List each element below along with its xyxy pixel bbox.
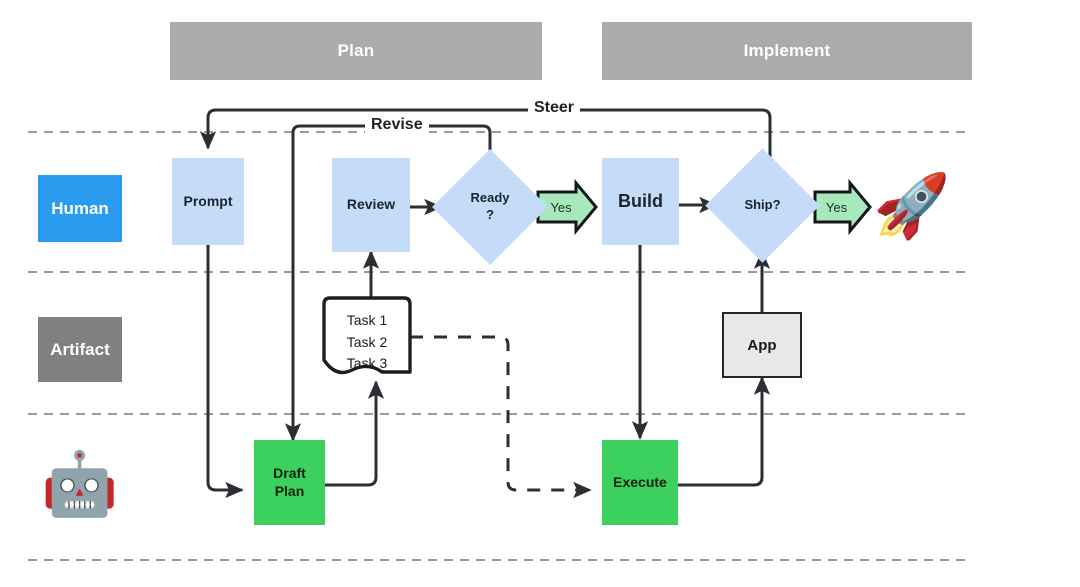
lane-label-human: Human [38, 175, 122, 242]
phase-header-implement: Implement [602, 22, 972, 80]
node-prompt[interactable]: Prompt [172, 158, 244, 245]
rocket-icon: 🚀 [872, 168, 952, 246]
lane-label-artifact-text: Artifact [50, 339, 110, 359]
rocket-icon-glyph: 🚀 [873, 172, 951, 241]
edge-tasks-to-execute [410, 335, 592, 499]
edge-label-yes-ship-text: Yes [825, 199, 848, 215]
node-draft-plan-label-line1: Draft [273, 465, 306, 481]
node-tasks-line-1: Task 1 [346, 312, 388, 328]
node-tasks-line-3: Task 3 [346, 355, 388, 372]
edge-ship-to-steer [199, 108, 772, 168]
node-ready-label: Ready ? [449, 166, 531, 248]
edge-label-steer-text: Steer [534, 99, 575, 116]
edge-label-yes-ready-text: Yes [550, 199, 572, 215]
node-ship-label-text: Ship? [744, 197, 781, 213]
robot-icon: 🤖 [34, 446, 126, 524]
node-draft-plan-label-line2: Plan [274, 482, 305, 499]
node-app-label: App [747, 336, 777, 354]
edge-label-revise-text: Revise [371, 116, 423, 133]
node-ship-label: Ship? [722, 165, 803, 246]
node-review-label: Review [346, 196, 396, 213]
node-prompt-label: Prompt [183, 192, 233, 209]
lane-label-artifact: Artifact [38, 317, 122, 382]
yes-arrow-shape-ship [813, 178, 872, 236]
yes-arrow-shape-ready [536, 178, 598, 236]
node-app[interactable]: App [722, 312, 802, 378]
phase-header-plan: Plan [170, 22, 542, 80]
edge-label-yes-ship: Yes [815, 183, 870, 231]
node-ready-label-line1: Ready [470, 190, 510, 206]
phase-header-plan-label: Plan [337, 41, 375, 60]
edge-draft-to-tasks [325, 380, 385, 487]
edge-label-steer: Steer [528, 99, 581, 117]
document-shape-tasks [322, 296, 412, 375]
node-review[interactable]: Review [332, 158, 410, 252]
edge-label-yes-ready: Yes [538, 183, 596, 231]
node-execute-label: Execute [613, 473, 667, 490]
phase-header-implement-label: Implement [743, 41, 831, 60]
node-tasks-line-2: Task 2 [346, 333, 388, 350]
node-tasks-lines: Task 1 Task 2 Task 3 [324, 310, 410, 375]
edge-execute-to-app [678, 376, 771, 487]
node-tasks-document[interactable]: Task 1 Task 2 Task 3 [324, 298, 410, 376]
node-build-label: Build [618, 191, 663, 212]
node-ready-label-line2: ? [486, 207, 494, 222]
node-ship-decision[interactable]: Ship? [705, 148, 820, 263]
node-draft-plan[interactable]: Draft Plan [254, 440, 325, 525]
lane-label-human-text: Human [51, 198, 109, 218]
edge-label-revise: Revise [365, 116, 429, 134]
node-execute[interactable]: Execute [602, 440, 678, 525]
node-build[interactable]: Build [602, 158, 679, 245]
robot-icon-glyph: 🤖 [41, 450, 119, 519]
node-ready-decision[interactable]: Ready ? [432, 149, 548, 265]
edge-prompt-to-draft [206, 245, 244, 499]
lane-dividers [28, 131, 970, 561]
